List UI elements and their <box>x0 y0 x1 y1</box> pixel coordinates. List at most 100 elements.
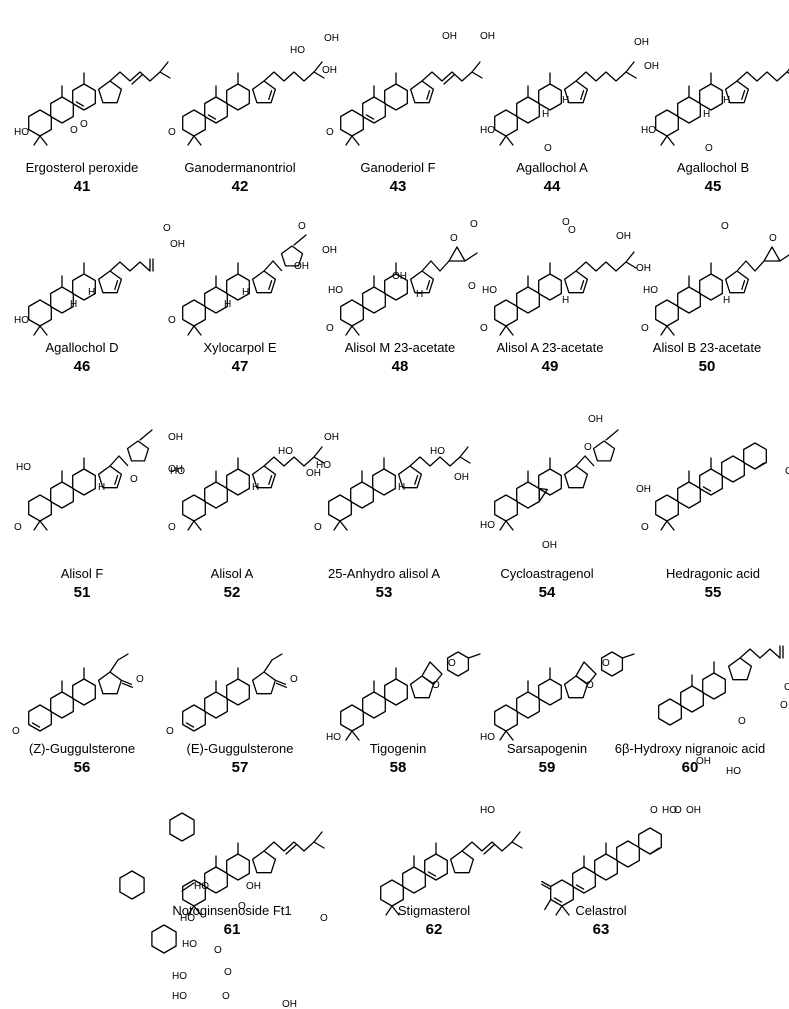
atom-label: HO <box>194 881 209 892</box>
atom-label: HO <box>480 732 495 743</box>
atom-label: HO <box>480 520 495 531</box>
atom-label: OH <box>784 682 789 693</box>
compound-name-63: Celastrol <box>575 903 627 918</box>
compound-name-60: 6β-Hydroxy nigranoic acid <box>614 741 766 756</box>
atom-label: HO <box>726 766 741 777</box>
atom-label: OH <box>322 65 337 76</box>
compound-name-43: Ganoderiol F <box>360 160 436 175</box>
atom-label: O <box>224 967 232 978</box>
compound-name-61: Notoginsenoside Ft1 <box>172 903 292 918</box>
atom-label: O <box>568 225 576 236</box>
atom-label: HO <box>430 446 445 457</box>
atom-label: O <box>70 125 78 136</box>
atom-label: HO <box>14 127 29 138</box>
atom-label: OH <box>324 432 339 443</box>
atom-label: OH <box>392 271 407 282</box>
atom-label: HO <box>316 460 331 471</box>
atom-label: OH <box>634 37 649 48</box>
atom-label: HO <box>170 466 185 477</box>
compound-name-57: (E)-Guggulsterone <box>186 741 294 756</box>
compound-name-55: Hedragonic acid <box>666 566 760 581</box>
atom-label: O <box>130 474 138 485</box>
compound-number-62: 62 <box>425 921 443 938</box>
atom-label: O <box>432 680 440 691</box>
atom-label: O <box>641 522 649 533</box>
compound-number-42: 42 <box>231 178 249 195</box>
atom-label: O <box>705 143 713 154</box>
atom-label: OH <box>588 414 603 425</box>
atom-label: OH <box>454 472 469 483</box>
compound-name-47: Xylocarpol E <box>203 340 277 355</box>
atom-label: OH <box>636 484 651 495</box>
compound-name-45: Agallochol B <box>676 160 750 175</box>
structure-61: HOHOHOHOOHHOHOOHOOOOOHOOHOH <box>119 812 328 1009</box>
atom-label: OH <box>282 999 297 1009</box>
compound-number-61: 61 <box>223 921 241 938</box>
compound-number-52: 52 <box>223 584 241 601</box>
compound-name-42: Ganodermanontriol <box>184 160 296 175</box>
atom-label: H <box>242 287 249 298</box>
compound-name-50: Alisol B 23-acetate <box>652 340 762 355</box>
compound-number-60: 60 <box>681 759 699 776</box>
atom-label: O <box>468 281 476 292</box>
atom-label: OH <box>294 261 309 272</box>
compound-number-56: 56 <box>73 759 91 776</box>
atom-label: H <box>224 299 231 310</box>
compound-name-62: Stigmasterol <box>397 903 471 918</box>
structure-62: HO <box>380 805 523 916</box>
atom-label: OH <box>542 540 557 551</box>
atom-label: H <box>562 295 569 306</box>
atom-label: HO <box>172 971 187 982</box>
compound-number-48: 48 <box>391 358 409 375</box>
atom-label: O <box>168 315 176 326</box>
atom-label: O <box>214 945 222 956</box>
atom-label: OH <box>686 805 701 816</box>
atom-label: HO <box>662 805 677 816</box>
structure-56: OO <box>12 653 144 737</box>
compound-number-43: 43 <box>389 178 407 195</box>
atom-label: O <box>602 658 610 669</box>
atom-label: O <box>448 658 456 669</box>
compound-name-41: Ergosterol peroxide <box>25 160 139 175</box>
compound-number-55: 55 <box>704 584 722 601</box>
atom-label: O <box>641 323 649 334</box>
atom-label: OH <box>322 245 337 256</box>
atom-label: H <box>98 482 105 493</box>
atom-label: HO <box>14 315 29 326</box>
atom-label: OH <box>168 464 183 475</box>
atom-label: OH <box>644 61 659 72</box>
atom-label: HO <box>482 285 497 296</box>
compound-number-57: 57 <box>231 759 249 776</box>
compound-name-44: Agallochol A <box>516 160 588 175</box>
atom-label: H <box>723 95 730 106</box>
compound-name-46: Agallochol D <box>45 340 119 355</box>
atom-label: HO <box>641 125 656 136</box>
atom-label: O <box>721 221 729 232</box>
compound-name-58: Tigogenin <box>369 741 427 756</box>
atom-label: H <box>70 299 77 310</box>
atom-label: H <box>416 289 423 300</box>
atom-label: HO <box>480 125 495 136</box>
atom-label: O <box>238 901 246 912</box>
atom-label: O <box>480 323 488 334</box>
compound-name-59: Sarsapogenin <box>506 741 588 756</box>
atom-label: O <box>168 127 176 138</box>
atom-label: O <box>769 233 777 244</box>
atom-label: OH <box>636 263 651 274</box>
compound-name-53: 25-Anhydro alisol A <box>327 566 441 581</box>
atom-label: O <box>314 522 322 533</box>
